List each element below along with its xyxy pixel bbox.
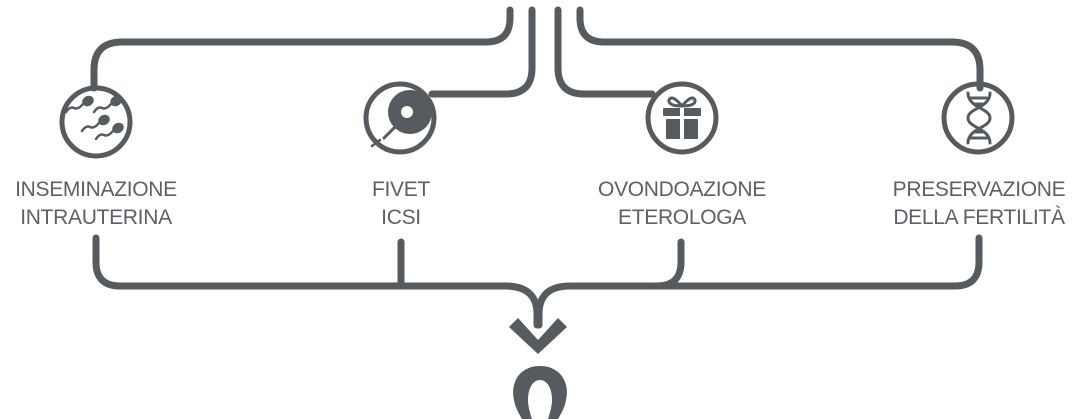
egg-injection-icon — [363, 81, 437, 155]
merge-arrow-head — [509, 318, 567, 354]
bottom-connectors — [92, 234, 983, 329]
label-preservation-line2: DELLA FERTILITÀ — [893, 206, 1065, 229]
sperm-cells-icon — [59, 85, 133, 159]
dna-icon — [941, 81, 1015, 155]
connector-bottom-1 — [92, 234, 541, 329]
connector-top-2 — [428, 6, 536, 98]
label-ovodonation-line2: ETEROLOGA — [618, 206, 746, 229]
connector-bottom-3 — [653, 238, 685, 290]
connector-top-1 — [90, 6, 514, 92]
connector-bottom-4 — [535, 234, 983, 329]
label-ovodonation-line1: OVONDOAZIONE — [598, 178, 766, 201]
label-fivet-line1: FIVET — [372, 178, 430, 201]
top-connectors — [90, 6, 984, 98]
label-fivet-line2: ICSI — [381, 206, 421, 229]
connector-top-4 — [576, 6, 984, 92]
gift-icon — [645, 81, 719, 155]
label-preservation-line1: PRESERVAZIONE — [893, 178, 1066, 201]
label-insemination-line2: INTRAUTERINA — [20, 206, 172, 229]
service-labels: INSEMINAZIONE INTRAUTERINA FIVET ICSI OV… — [15, 178, 1066, 229]
service-icons — [59, 81, 1015, 159]
connector-top-3 — [554, 6, 656, 98]
label-insemination-line1: INSEMINAZIONE — [15, 178, 177, 201]
family-logo-icon — [513, 366, 567, 419]
